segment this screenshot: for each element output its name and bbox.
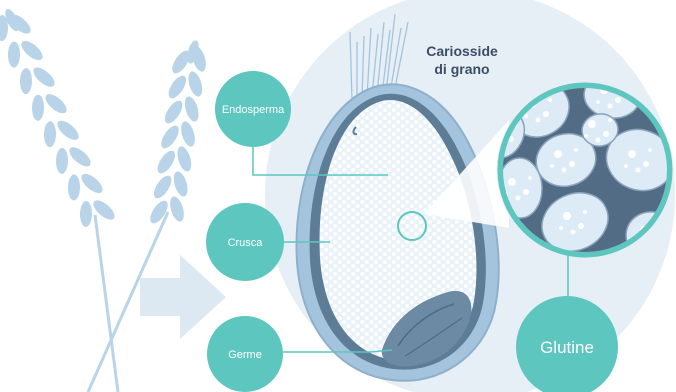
diagram-title-line1: Cariosside — [426, 43, 498, 59]
label-gluten-text: Glutine — [540, 338, 594, 357]
label-endosperm-text: Endosperma — [222, 104, 285, 116]
wheat-ears-illustration — [0, 7, 208, 392]
label-bran: Crusca — [206, 203, 284, 281]
label-bran-text: Crusca — [228, 237, 264, 249]
label-germ: Germe — [207, 316, 283, 392]
diagram-title-line2: di grano — [434, 61, 489, 77]
label-endosperm: Endosperma — [215, 71, 291, 147]
label-germ-text: Germe — [228, 349, 262, 361]
direction-arrow — [140, 255, 226, 339]
